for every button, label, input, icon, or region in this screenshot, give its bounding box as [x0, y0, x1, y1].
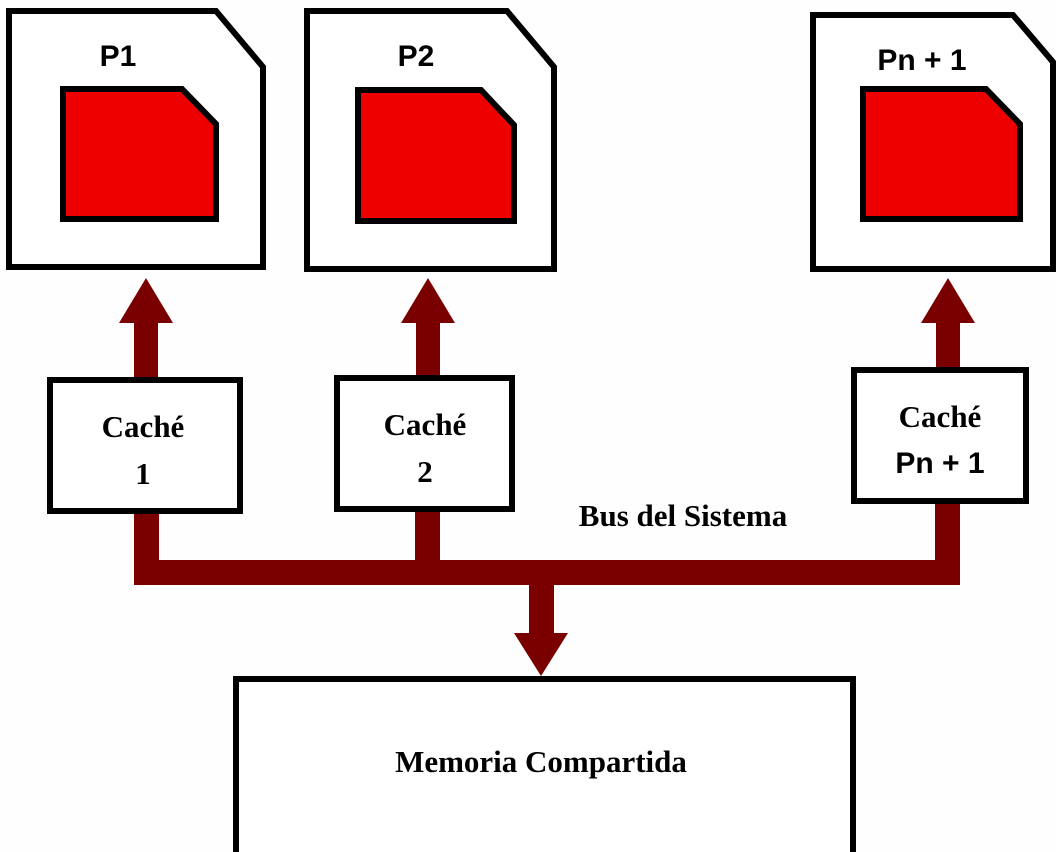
processor-pn1: Pn + 1 [810, 12, 1056, 272]
processor-p2: P2 [304, 8, 557, 272]
bus-riser-1 [134, 510, 159, 585]
bus-riser-2 [415, 505, 440, 585]
cache-1: Caché 1 [47, 377, 243, 514]
processor-pn1-chip [860, 86, 1023, 222]
shared-memory-box [233, 676, 856, 852]
bus-riser-3 [935, 500, 960, 585]
cache-1-line2: 1 [135, 456, 151, 491]
cache-2-box [334, 375, 515, 512]
processor-p2-chip [355, 87, 517, 224]
cache-2-line2: 2 [417, 454, 433, 489]
cache-pn1-line1: Caché [899, 399, 982, 434]
cache-pn1-box [851, 367, 1029, 504]
processor-p2-label: P2 [398, 40, 435, 73]
bus-bar [134, 560, 960, 585]
arrow-cache-1-to-p1 [119, 278, 173, 382]
processor-p1-chip [60, 86, 219, 222]
arrow-cache-3-to-pn1 [921, 278, 975, 370]
arrow-bus-to-memory [514, 585, 568, 676]
cache-2-line1: Caché [384, 407, 467, 442]
cache-1-line1: Caché [102, 409, 185, 444]
processor-pn1-label: Pn + 1 [877, 44, 966, 77]
cache-1-box [47, 377, 243, 514]
cache-pn1: Caché Pn + 1 [851, 367, 1029, 504]
shared-memory-label: Memoria Compartida [395, 744, 687, 779]
shared-memory: Memoria Compartida [233, 676, 856, 852]
arrow-cache-2-to-p2 [401, 278, 455, 378]
bus-label: Bus del Sistema [579, 498, 788, 533]
cache-2: Caché 2 [334, 375, 515, 512]
processor-p1: P1 [6, 8, 266, 270]
system-bus [119, 278, 975, 676]
cache-pn1-line2: Pn + 1 [895, 447, 984, 480]
processor-p1-label: P1 [100, 40, 137, 73]
